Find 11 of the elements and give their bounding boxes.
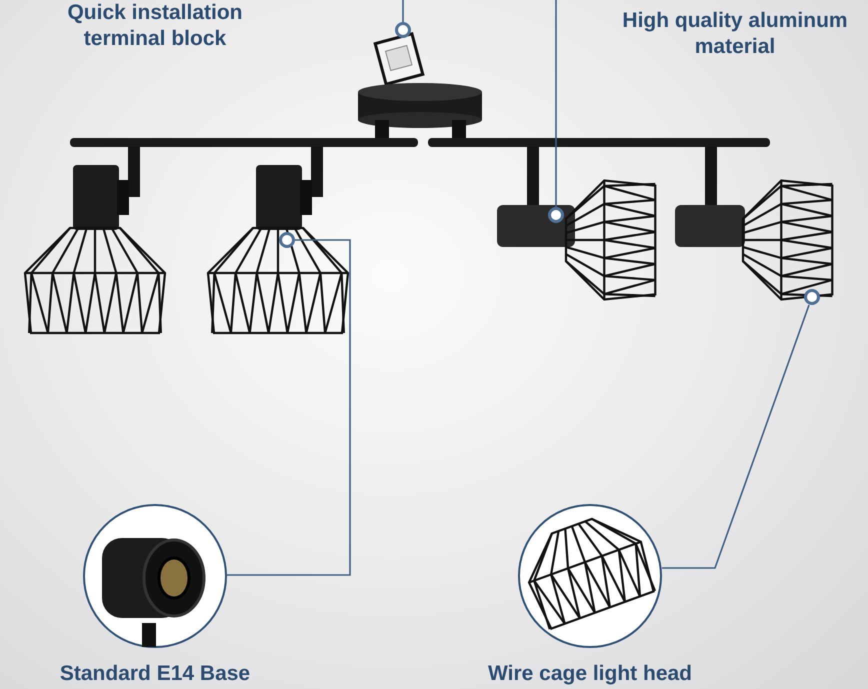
callout-dot <box>804 289 820 305</box>
inset-caption: Standard E14 Base <box>58 661 252 687</box>
leader-line <box>555 0 557 207</box>
leader-line <box>227 239 351 576</box>
inset-caption: Wire cage light head <box>486 661 694 687</box>
feature-label: Quick installation terminal block <box>66 0 244 52</box>
feature-label: High quality aluminum material <box>621 8 849 60</box>
callout-dot <box>279 232 295 248</box>
callout-dot <box>395 22 411 38</box>
leader-line <box>402 0 404 22</box>
leader-line <box>662 304 810 569</box>
